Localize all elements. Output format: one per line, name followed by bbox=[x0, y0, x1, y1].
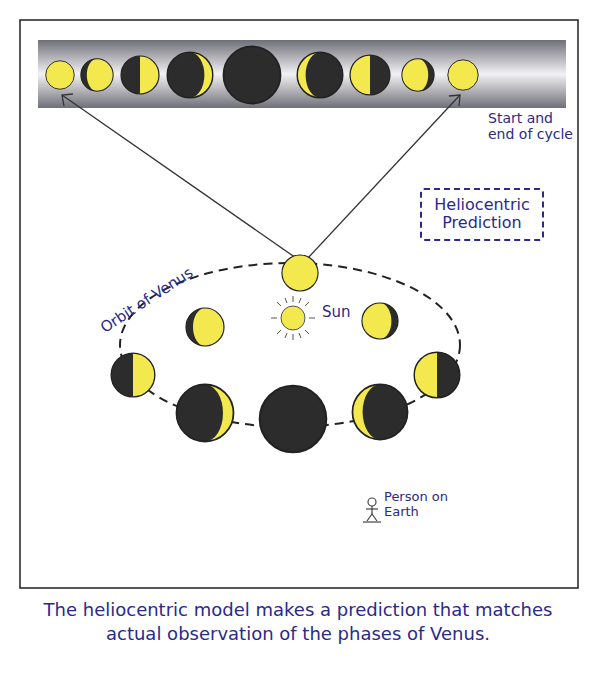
box-text: Heliocentric Prediction bbox=[432, 196, 532, 233]
figure-caption: The heliocentric model makes a predictio… bbox=[24, 598, 572, 647]
sun-label: Sun bbox=[322, 304, 372, 321]
cycle-note: Start and end of cycle bbox=[488, 110, 574, 142]
person-label: Person on Earth bbox=[384, 490, 456, 520]
prediction-box: Heliocentric Prediction bbox=[420, 188, 544, 241]
